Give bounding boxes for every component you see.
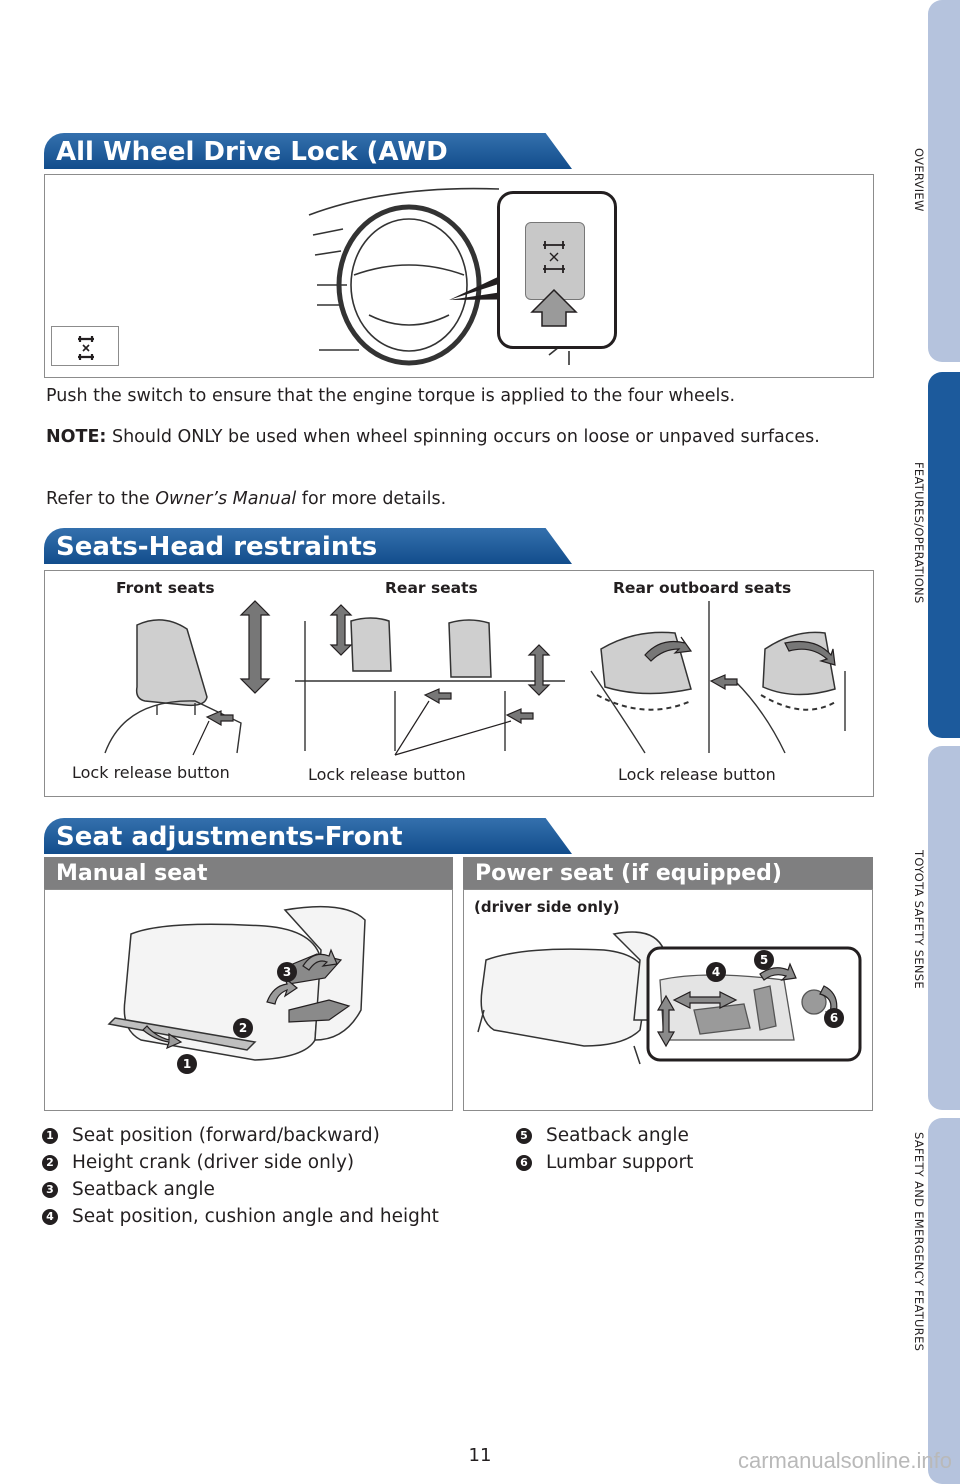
lock-release-label-outboard: Lock release button <box>618 765 776 784</box>
col-rear-outboard-seats: Rear outboard seats <box>613 579 792 597</box>
manual-callout-3: 3 <box>283 965 291 979</box>
refer-prefix: Refer to the <box>46 489 156 509</box>
legend-number-6: 6 <box>516 1155 532 1171</box>
tab-safety-emergency[interactable] <box>928 1118 960 1484</box>
push-arrow-icon <box>530 288 578 327</box>
seat-adjust-title: Seat adjustments-Front <box>44 818 572 854</box>
awd-lock-icon <box>51 326 119 366</box>
legend-item-3: 3 Seatback angle <box>42 1177 215 1203</box>
tab-overview[interactable] <box>928 0 960 362</box>
head-restraints-title: Seats-Head restraints <box>44 528 572 564</box>
legend-text-1: Seat position (forward/backward) <box>72 1125 380 1146</box>
legend-text-2: Height crank (driver side only) <box>72 1152 355 1173</box>
legend-item-1: 1 Seat position (forward/backward) <box>42 1123 380 1149</box>
awd-refer: Refer to the Owner’s Manual for more det… <box>46 487 876 512</box>
power-seat-note: (driver side only) <box>474 898 620 916</box>
legend-text-6: Lumbar support <box>546 1152 694 1173</box>
lock-release-label-front: Lock release button <box>72 763 230 782</box>
awd-description: Push the switch to ensure that the engin… <box>46 386 736 406</box>
legend-number-4: 4 <box>42 1209 58 1225</box>
power-callout-4: 4 <box>712 965 720 979</box>
tab-label-safety-emergency: SAFETY AND EMERGENCY FEATURES <box>912 1132 926 1352</box>
awd-section-title: All Wheel Drive Lock (AWD models) <box>44 133 572 169</box>
manual-callout-2: 2 <box>239 1021 247 1035</box>
legend-number-1: 1 <box>42 1128 58 1144</box>
legend-number-2: 2 <box>42 1155 58 1171</box>
tab-toyota-safety-sense[interactable] <box>928 746 960 1110</box>
awd-note-label: NOTE: <box>46 427 107 447</box>
legend-item-5: 5 Seatback angle <box>516 1123 689 1149</box>
manual-callout-1: 1 <box>183 1057 191 1071</box>
legend-text-3: Seatback angle <box>72 1179 215 1200</box>
power-seat-header: Power seat (if equipped) <box>463 857 873 889</box>
power-callout-6: 6 <box>830 1011 838 1025</box>
legend-item-2: 2 Height crank (driver side only) <box>42 1150 354 1176</box>
awd-switch-callout <box>497 191 617 349</box>
legend-item-6: 6 Lumbar support <box>516 1150 693 1176</box>
legend-number-3: 3 <box>42 1182 58 1198</box>
awd-note: NOTE: Should ONLY be used when wheel spi… <box>46 425 826 450</box>
power-seat-panel: (driver side only) 4 5 6 <box>463 889 873 1111</box>
lock-release-label-rear: Lock release button <box>308 765 466 784</box>
manual-seat-illustration: 3 2 1 <box>107 905 366 1074</box>
awd-note-text: Should ONLY be used when wheel spinning … <box>106 427 820 447</box>
owners-manual-ref: Owner’s Manual <box>155 489 297 509</box>
col-rear-seats: Rear seats <box>385 579 478 597</box>
head-restraints-panel <box>44 570 874 797</box>
section-tabs <box>928 0 960 1484</box>
legend-item-4: 4 Seat position, cushion angle and height <box>42 1204 439 1230</box>
legend-text-5: Seatback angle <box>546 1125 689 1146</box>
page-number: 11 <box>468 1445 492 1466</box>
tab-features-operations[interactable] <box>928 372 960 738</box>
manual-seat-panel: 3 2 1 <box>44 889 453 1111</box>
tab-label-overview: OVERVIEW <box>912 148 926 212</box>
power-callout-5: 5 <box>760 953 768 967</box>
head-restraints-illustration <box>104 600 846 756</box>
legend-number-5: 5 <box>516 1128 532 1144</box>
awd-illustration-panel <box>44 174 874 378</box>
tab-label-features-operations: FEATURES/OPERATIONS <box>912 462 926 604</box>
manual-seat-header: Manual seat <box>44 857 453 889</box>
power-seat-illustration: 4 5 6 <box>477 931 862 1065</box>
legend-text-4: Seat position, cushion angle and height <box>72 1206 439 1227</box>
watermark: carmanualsonline.info <box>737 1448 952 1473</box>
refer-suffix: for more details. <box>296 489 447 509</box>
col-front-seats: Front seats <box>116 579 215 597</box>
tab-label-toyota-safety-sense: TOYOTA SAFETY SENSE <box>912 850 926 989</box>
